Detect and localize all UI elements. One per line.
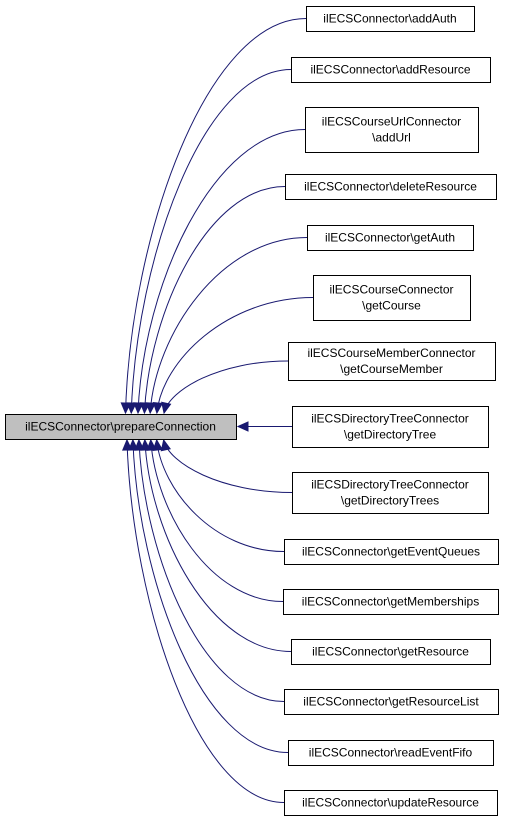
node-caller-6-label: \getCourseMember [340, 362, 443, 376]
node-caller-10-box [283, 589, 499, 615]
edge-14 [126, 439, 285, 803]
node-caller-6-label: ilECSCourseMemberConnector [307, 346, 475, 360]
arrowhead-14 [122, 438, 133, 451]
node-caller-5-box [313, 275, 471, 321]
edges-layer [120, 18, 314, 803]
node-caller-13-label: ilECSConnector\readEventFifo [309, 746, 473, 760]
nodes-layer: ilECSConnector\prepareConnection ilECSCon… [5, 6, 499, 816]
arrowhead-6 [161, 401, 172, 415]
node-caller-2-box [305, 107, 479, 153]
node-caller-10-label: ilECSConnector\getMemberships [302, 595, 479, 609]
node-caller-8-label: \getDirectoryTrees [341, 494, 439, 508]
node-caller-11-box [291, 639, 491, 665]
edge-10 [150, 439, 284, 602]
node-root-box [5, 414, 237, 440]
node-caller-14-box [284, 790, 498, 816]
node-caller-9-label: ilECSConnector\getEventQueues [302, 545, 480, 559]
edge-13 [132, 439, 289, 753]
arrowhead-7 [236, 421, 249, 432]
edge-5 [156, 297, 314, 414]
arrowhead-8 [160, 438, 171, 452]
node-caller-2-label: \addUrl [372, 131, 411, 145]
node-root-label: ilECSConnector\prepareConnection [25, 420, 216, 434]
arrowhead-2 [133, 402, 144, 415]
node-caller-14[interactable]: ilECSConnector\updateResource [284, 790, 498, 816]
node-caller-5[interactable]: ilECSCourseConnector \getCourse [313, 275, 471, 321]
node-caller-10[interactable]: ilECSConnector\getMemberships [283, 589, 499, 615]
node-caller-7-box [292, 406, 489, 448]
node-caller-7-label: ilECSDirectoryTreeConnector [311, 412, 469, 426]
edge-8 [163, 439, 293, 493]
node-caller-7[interactable]: ilECSDirectoryTreeConnector \getDirectory… [292, 406, 489, 448]
edge-4 [149, 237, 308, 414]
node-caller-2[interactable]: ilECSCourseUrlConnector \addUrl [305, 107, 479, 153]
node-caller-1-label: ilECSConnector\addResource [310, 63, 470, 77]
node-caller-2-label: ilECSCourseUrlConnector [322, 115, 461, 129]
node-caller-9-box [284, 539, 499, 565]
node-caller-7-label: \getDirectoryTree [344, 428, 437, 442]
node-caller-1-box [291, 57, 491, 83]
edge-9 [156, 439, 285, 552]
node-caller-4-box [307, 225, 474, 251]
node-caller-8[interactable]: ilECSDirectoryTreeConnector \getDirectory… [292, 472, 489, 514]
node-caller-8-box [292, 472, 489, 514]
node-caller-11-label: ilECSConnector\getResource [312, 645, 469, 659]
edge-1 [130, 69, 292, 414]
node-caller-12-label: ilECSConnector\getResourceList [303, 695, 479, 709]
node-caller-13[interactable]: ilECSConnector\readEventFifo [288, 740, 494, 766]
node-caller-1[interactable]: ilECSConnector\addResource [291, 57, 491, 83]
edge-0 [125, 18, 307, 414]
arrowhead-5 [152, 402, 164, 415]
edge-2 [137, 129, 306, 414]
node-caller-3-box [285, 174, 497, 200]
arrowhead-4 [145, 402, 157, 415]
node-caller-13-box [288, 740, 494, 766]
node-caller-12-box [284, 689, 499, 715]
node-caller-6[interactable]: ilECSCourseMemberConnector \getCourseMemb… [288, 342, 496, 381]
node-caller-14-label: ilECSConnector\updateResource [302, 796, 479, 810]
node-root[interactable]: ilECSConnector\prepareConnection [5, 414, 237, 440]
node-caller-6-box [288, 342, 496, 381]
edge-3 [143, 186, 286, 414]
node-caller-0-label: ilECSConnector\addAuth [323, 12, 456, 26]
edge-12 [138, 439, 285, 702]
node-caller-4[interactable]: ilECSConnector\getAuth [307, 225, 474, 251]
node-caller-11[interactable]: ilECSConnector\getResource [291, 639, 491, 665]
node-caller-8-label: ilECSDirectoryTreeConnector [311, 478, 469, 492]
node-caller-0-box [306, 6, 475, 32]
node-caller-3-label: ilECSConnector\deleteResource [304, 180, 477, 194]
node-caller-12[interactable]: ilECSConnector\getResourceList [284, 689, 499, 715]
node-caller-4-label: ilECSConnector\getAuth [325, 231, 455, 245]
edge-6 [163, 360, 289, 414]
node-caller-5-label: ilECSCourseConnector [329, 283, 453, 297]
node-caller-9[interactable]: ilECSConnector\getEventQueues [284, 539, 499, 565]
node-caller-5-label: \getCourse [362, 299, 421, 313]
arrowhead-1 [126, 402, 137, 415]
node-caller-3[interactable]: ilECSConnector\deleteResource [285, 174, 497, 200]
node-caller-0[interactable]: ilECSConnector\addAuth [306, 6, 475, 32]
edge-11 [144, 439, 292, 652]
